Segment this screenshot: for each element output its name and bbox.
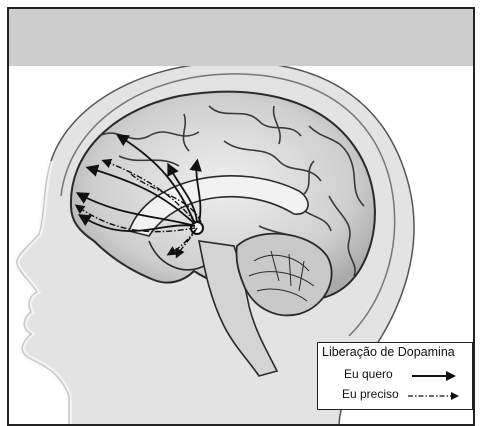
dashdot-arrow-icon bbox=[406, 390, 462, 402]
legend-item-eu-preciso: Eu preciso bbox=[342, 387, 399, 401]
legend-title: Liberação de Dopamina bbox=[322, 345, 455, 359]
figure-frame: Liberação de Dopamina Eu quero Eu precis… bbox=[7, 7, 475, 426]
legend-item-eu-quero: Eu quero bbox=[344, 367, 393, 381]
legend: Liberação de Dopamina Eu quero Eu precis… bbox=[317, 342, 473, 410]
legend-label-eu-preciso: Eu preciso bbox=[342, 387, 399, 401]
legend-label-eu-quero: Eu quero bbox=[344, 367, 393, 381]
header-band bbox=[9, 9, 473, 66]
solid-arrow-icon bbox=[410, 370, 458, 382]
